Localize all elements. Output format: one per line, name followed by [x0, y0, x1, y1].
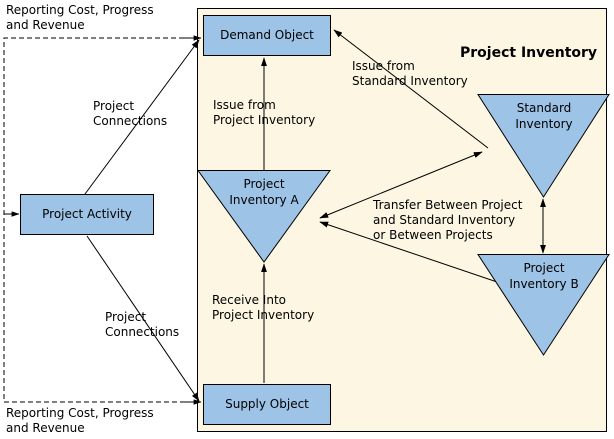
- node-supply-object[interactable]: [203, 384, 331, 425]
- edge-activity-to-supply: [86, 235, 200, 402]
- node-standard-inventory[interactable]: [477, 94, 610, 198]
- edge-inventorya-standard-transfer: [319, 151, 483, 219]
- node-project-inventory-a[interactable]: [197, 170, 331, 263]
- node-label-demand-object: Demand Object: [220, 28, 314, 42]
- label-reporting-bottom: Reporting Cost, Progress and Revenue: [6, 406, 154, 435]
- label-receive-into-project-inventory: Receive Into Project Inventory: [212, 293, 315, 322]
- edge-standard-to-demand: [333, 29, 489, 149]
- node-label-project-inventory-b: Project Inventory B: [509, 261, 579, 291]
- dashed-reporting-boundary: [3, 37, 200, 403]
- label-reporting-top: Reporting Cost, Progress and Revenue: [6, 3, 154, 32]
- node-label-project-inventory-a: Project Inventory A: [229, 177, 299, 207]
- edge-activity-to-demand: [84, 39, 200, 195]
- label-issue-from-project-inventory: Issue from Project Inventory: [213, 98, 316, 127]
- node-project-activity[interactable]: [20, 194, 154, 235]
- node-label-standard-inventory: Standard Inventory: [515, 101, 573, 131]
- label-issue-from-standard-inventory: Issue from Standard Inventory: [352, 59, 468, 88]
- node-demand-object[interactable]: [203, 15, 331, 56]
- label-project-connections-top: Project Connections: [93, 99, 168, 128]
- panel-title: Project Inventory: [460, 45, 598, 61]
- node-project-inventory-b[interactable]: [477, 254, 610, 356]
- node-label-project-activity: Project Activity: [42, 207, 132, 221]
- edge-inventorya-inventoryb-transfer: [319, 221, 507, 286]
- label-project-connections-bottom: Project Connections: [105, 310, 180, 339]
- label-transfer-between: Transfer Between Project and Standard In…: [373, 198, 523, 242]
- node-label-supply-object: Supply Object: [225, 397, 309, 411]
